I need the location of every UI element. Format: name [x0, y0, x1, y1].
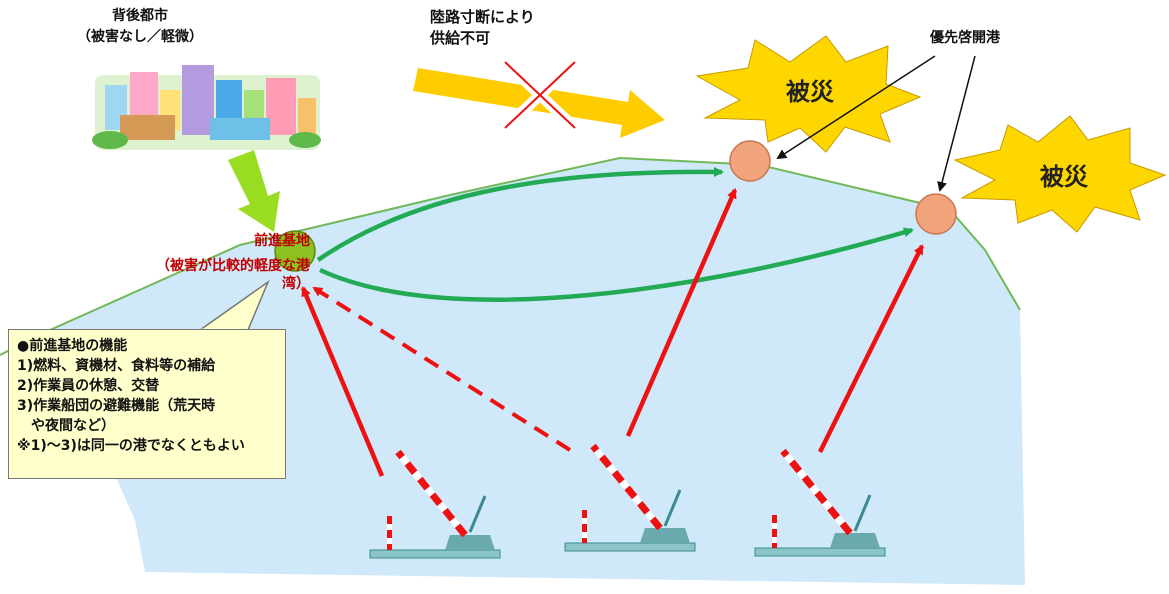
city-illustration: [92, 65, 321, 150]
supply-cut-label-line2: 供給不可: [430, 29, 491, 47]
forward-base-port: [274, 230, 316, 272]
work-vessel-3: [754, 448, 886, 557]
route-arrow-4: [817, 244, 925, 453]
work-vessel-2: [564, 443, 696, 552]
disaster-label-1: 被災: [786, 78, 835, 106]
disaster-burst-2: [953, 115, 1167, 233]
support-arrow-1: [316, 166, 724, 262]
support-arrow-2: [319, 227, 914, 302]
coastline: [0, 156, 1021, 356]
priority-pointer-1: [776, 55, 936, 160]
city-title: 背後都市: [112, 8, 168, 24]
forward-base-title: 前進基地: [254, 233, 310, 249]
function-item: 3)作業船団の避難機能（荒天時: [17, 398, 216, 414]
damaged-port-1: [729, 140, 771, 182]
city-supply-arrow: [228, 150, 280, 232]
function-note: ※1)～3)は同一の港でなくともよい: [17, 438, 245, 454]
functions-heading: ●前進基地の機能: [17, 338, 128, 354]
forward-base-subtitle: （被害が比較的軽度な港湾）: [156, 258, 310, 292]
priority-pointer-2: [937, 55, 976, 192]
function-item: 1)燃料、資機材、食料等の補給: [17, 358, 216, 374]
work-vessel-1: [369, 449, 501, 559]
route-arrow-1: [300, 286, 385, 477]
blocked-cross-icon: [501, 57, 579, 133]
function-item: や夜間など）: [17, 418, 115, 434]
forward-base-functions-box: ●前進基地の機能 1)燃料、資機材、食料等の補給 2)作業員の休憩、交替 3)作…: [8, 329, 286, 479]
disaster-burst-1: [695, 35, 922, 153]
damaged-port-2: [915, 193, 957, 235]
route-arrow-3: [625, 188, 738, 437]
priority-ports-label: 優先啓開港: [930, 30, 1000, 46]
city-subtitle: （被害なし／軽微）: [77, 29, 203, 45]
function-item: 2)作業員の休憩、交替: [17, 378, 160, 394]
disaster-label-2: 被災: [1040, 163, 1089, 191]
supply-cut-label-line1: 陸路寸断により: [430, 8, 535, 26]
